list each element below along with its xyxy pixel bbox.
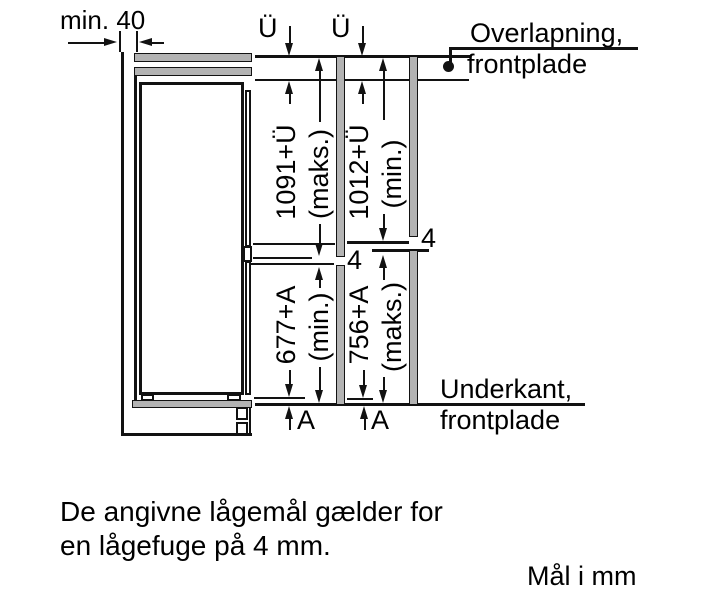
note-line2: en lågefuge på 4 mm. (60, 530, 331, 561)
left-gap-top-line (253, 257, 312, 259)
niche-top-line (255, 79, 469, 81)
min-clearance-tick-right (136, 31, 138, 52)
min-clearance-arrow-right-shaft (152, 42, 164, 44)
niche-left-wall (121, 52, 124, 436)
dim-lower-left-limit: (min.) (304, 292, 334, 362)
arrow-up-icon (285, 81, 293, 94)
right-bottom-ref-line (347, 398, 373, 400)
arrow-down-icon (315, 390, 323, 403)
callout-bottom-line2: frontplade (440, 405, 561, 435)
overlap-left-counter-shaft (289, 93, 291, 104)
bottom-left-a-shaft (289, 418, 291, 430)
min-clearance-tick-left (119, 31, 121, 52)
left-bottom-ref-line (254, 397, 305, 399)
arrow-up-icon (315, 58, 323, 71)
overlap-right-label: Ü (331, 13, 351, 43)
arrow-up-icon (315, 267, 323, 280)
cabinet-hinge-block (243, 246, 252, 262)
arrow-down-icon (359, 385, 367, 398)
dim-upper-right-shaft-top (383, 70, 385, 120)
bottom-right-a-shaft (364, 418, 366, 430)
dim-lower-right-shaft-bottom (383, 377, 385, 391)
arrow-up-icon (379, 58, 387, 71)
arrow-up-icon (358, 81, 366, 94)
front-panel-right-lower (409, 250, 418, 405)
left-split-ref-line (253, 243, 335, 245)
dim-lower-left-shaft-bottom (319, 367, 321, 391)
overlap-right-arrow-shaft (362, 26, 364, 44)
dim-lower-left-value: 677+A (271, 285, 301, 365)
arrow-down-icon (285, 43, 293, 56)
dim-lower-right-aux-shaft (363, 370, 365, 386)
arrow-down-icon (285, 384, 293, 397)
dim-upper-right-limit: (min.) (377, 139, 407, 209)
callout-top-dot (443, 61, 454, 72)
right-gap-top-line (347, 241, 409, 244)
cabinet-left-edge (134, 76, 137, 400)
arrow-down-icon (379, 228, 387, 241)
dim-lower-left-aux-shaft (289, 370, 291, 385)
arrow-down-icon (358, 43, 366, 56)
dim-lower-right-limit: (maks.) (377, 282, 407, 372)
arrow-up-icon (285, 406, 293, 419)
frontpanel-bottom-line (255, 403, 585, 406)
cabinet-door-rail-upper (245, 90, 251, 247)
cabinet-plinth (132, 400, 252, 408)
dim-lower-right-shaft-top (383, 267, 385, 280)
dim-upper-left-limit: (maks.) (304, 129, 334, 219)
arrow-left-icon (139, 38, 152, 46)
cabinet-top-rail-2 (134, 67, 252, 76)
units-label: Mål i mm (527, 561, 637, 591)
arrow-down-icon (379, 390, 387, 403)
niche-right-stub (249, 406, 251, 434)
dim-upper-right-value: 1012+Ü (344, 124, 374, 220)
dim-upper-left-shaft-top (319, 70, 321, 122)
note-line1: De angivne lågemål gælder for (60, 496, 443, 527)
niche-floor (121, 433, 252, 436)
overlap-left-arrow-shaft (289, 26, 291, 44)
callout-top-leader (449, 47, 452, 63)
overlap-left-label: Ü (258, 13, 278, 43)
front-panel-left-lower (336, 265, 345, 405)
arrow-right-icon (104, 38, 117, 46)
dim-upper-right-shaft-bottom (383, 214, 385, 230)
dim-lower-right-value: 756+A (344, 285, 374, 365)
right-gap-bottom-line (372, 249, 429, 252)
min-clearance-arrow-left-shaft (68, 42, 105, 44)
overlap-right-counter-shaft (362, 93, 364, 104)
dim-upper-left-shaft-bottom (319, 224, 321, 244)
callout-top-line1: Overlapning, (470, 18, 624, 48)
gap-right-label: 4 (421, 223, 437, 253)
callout-top-line2: frontplade (467, 49, 588, 79)
bottom-left-a-label: A (297, 405, 316, 435)
bottom-right-a-label: A (371, 405, 390, 435)
cabinet-foot-upper (236, 407, 248, 420)
cabinet-door-rail-lower (245, 261, 251, 395)
arrow-down-icon (315, 243, 323, 256)
dim-lower-left-shaft-top (319, 279, 321, 288)
front-panel-right-upper (409, 56, 418, 237)
cabinet-body (139, 82, 244, 395)
callout-bottom-line1: Underkant, (440, 374, 573, 404)
min-clearance-label: min. 40 (60, 5, 146, 35)
front-panel-left-upper (336, 56, 345, 257)
arrow-up-icon (379, 255, 387, 268)
arrow-up-icon (360, 406, 368, 419)
left-gap-bottom-line (251, 263, 334, 265)
cabinet-top-rail-1 (134, 53, 252, 62)
dim-upper-left-value: 1091+Ü (271, 124, 301, 220)
callout-top-underline (449, 47, 638, 50)
gap-left-label: 4 (347, 245, 363, 275)
cabinet-foot-lower (236, 422, 248, 435)
frontpanel-top-line (255, 55, 470, 58)
